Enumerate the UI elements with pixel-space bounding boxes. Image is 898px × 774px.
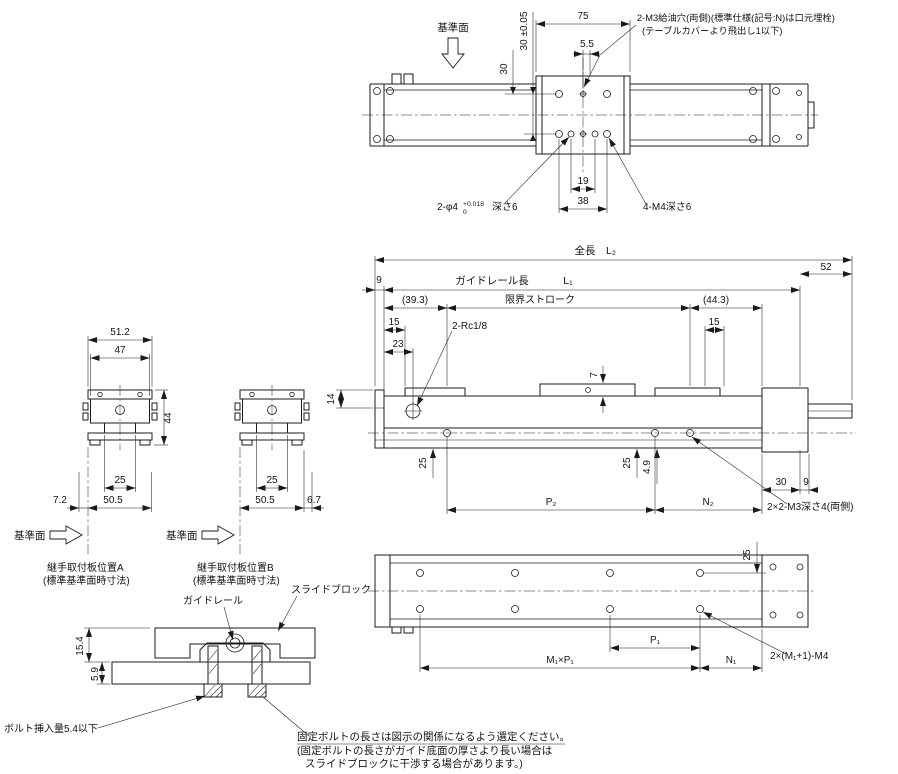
- section-view-dimensions: [84, 595, 310, 737]
- dowel-tol-upper: +0.018: [463, 201, 484, 208]
- side-view-linework: [368, 383, 856, 453]
- dim-9-right-label: 9: [803, 477, 809, 488]
- dim-9-left-label: 9: [376, 275, 382, 286]
- top-view-linework: [362, 58, 818, 172]
- dim-15-left-label: 15: [388, 317, 400, 328]
- dim-50-5-a-label: 50.5: [103, 495, 123, 506]
- dim-25-b-label: 25: [266, 475, 278, 486]
- oil-note-line1: 2-M3給油穴(両側)(標準仕様(記号:N)は口元埋栓): [637, 12, 835, 23]
- dim-30-right-label: 30: [775, 477, 787, 488]
- dim-n2-label: N₂: [702, 497, 713, 508]
- block-label: スライドブロック: [291, 583, 371, 596]
- footnote-line2: (固定ボルトの長さがガイド底面の厚さより長い場合は: [297, 744, 552, 757]
- dim-5-9-label: 5.9: [90, 667, 101, 681]
- dowel-tol-lower: 0: [463, 209, 467, 216]
- oil-note-line2: (テーブルカバーより飛出し1以下): [642, 25, 783, 36]
- dim-75-label: 75: [577, 11, 589, 22]
- dim-38-label: 38: [577, 196, 589, 207]
- dim-7-label: 7: [589, 372, 600, 378]
- dim-25-right-label: 25: [622, 457, 633, 469]
- top-view: 基準面 30 ±0.05 75 2-M3給油穴(両側)(標準仕様(記号:N)は口…: [362, 11, 835, 216]
- dim-19-label: 19: [577, 176, 589, 187]
- bottom-view-dimensions: [419, 542, 787, 672]
- bolt-note-label: ボルト挿入量5.4以下: [4, 722, 98, 735]
- side-view-dimensions: [336, 256, 853, 514]
- caption-b-line1: 継手取付板位置B: [197, 561, 274, 574]
- end-view-b-dimensions: [201, 435, 324, 554]
- dim-52-label: 52: [820, 262, 832, 273]
- m3-note-label: 2×2-M3深さ4(両側): [767, 500, 853, 513]
- dim-39-3-label: (39.3): [402, 295, 428, 306]
- total-length-symbol: L₂: [606, 245, 616, 257]
- top-view-dimensions: [441, 12, 647, 213]
- caption-b-line2: (標準基準面時寸法): [193, 574, 280, 587]
- total-length-label: 全長: [575, 244, 596, 257]
- rail-length-symbol: L₁: [563, 275, 573, 287]
- end-view-a-dimensions: [49, 336, 168, 554]
- dim-p1-label: P₁: [650, 635, 661, 646]
- dim-44-3-label: (44.3): [703, 295, 729, 306]
- dowel-note-label: 2-φ4: [437, 202, 458, 213]
- datum-arrow-icon: [201, 525, 235, 545]
- datum-arrow-icon: [49, 525, 83, 545]
- dim-50-5-b-label: 50.5: [255, 495, 275, 506]
- end-view-b: 25 50.5 6.7 基準面 継手取付板位置B (標準基準面時寸法): [166, 385, 324, 587]
- top-datum-label: 基準面: [437, 21, 469, 34]
- rc-note-label: 2-Rc1/8: [452, 321, 487, 332]
- dim-6-7-label: 6.7: [307, 495, 321, 506]
- end-view-b-linework: [234, 385, 310, 450]
- dim-p2-label: P₂: [546, 497, 557, 508]
- stroke-label: 限界ストローク: [505, 294, 575, 306]
- footnote-line1: 固定ボルトの長さは図示の関係になるよう選定ください。: [297, 730, 570, 743]
- datum-arrow-icon: [441, 37, 465, 69]
- dim-15-right-label: 15: [708, 317, 720, 328]
- dowel-depth-label: 深さ6: [492, 201, 518, 213]
- dim-14-label: 14: [326, 393, 337, 405]
- dim-30-tol-label: 30 ±0.05: [519, 11, 530, 50]
- dim-25-a-label: 25: [114, 475, 126, 486]
- rail-length-label: ガイドレール長: [455, 275, 529, 287]
- dim-m1p1-label: M₁×P₁: [546, 655, 574, 666]
- bottom-view-linework: [368, 554, 815, 634]
- dim-25-left-label: 25: [418, 457, 429, 469]
- dim-7-2-label: 7.2: [53, 495, 67, 506]
- dim-4-9-label: 4.9: [642, 460, 653, 474]
- dim-47-label: 47: [114, 345, 126, 356]
- bottom-view: 25 P₁ M₁×P₁ N₁ 2×(M₁+1)-M4: [368, 542, 829, 672]
- dim-5-5-label: 5.5: [580, 39, 594, 50]
- dim-44-label: 44: [163, 412, 174, 424]
- dim-n1-label: N₁: [726, 655, 737, 666]
- bottom-m4-note-label: 2×(M₁+1)-M4: [770, 651, 829, 662]
- caption-a-line1: 継手取付板位置A: [47, 561, 124, 574]
- end-view-a: 51.2 47 44 25 7.2 50.5 基準面 継手取付板位置A (標準基…: [14, 327, 174, 587]
- section-view: ガイドレール スライドブロック 15.4 5.9 ボルト挿入量5.4以下: [4, 583, 371, 737]
- m4-note-label: 4-M4深さ6: [643, 201, 692, 213]
- dim-30-label: 30: [499, 63, 510, 75]
- dim-51-2-label: 51.2: [110, 327, 130, 338]
- dim-15-4-label: 15.4: [75, 636, 86, 656]
- datum-b-label: 基準面: [166, 529, 198, 542]
- section-view-linework: [111, 627, 316, 698]
- footnote-line3: スライドブロックに干渉する場合があります。): [305, 757, 523, 770]
- rail-label: ガイドレール: [183, 595, 243, 607]
- dim-25-bottom-label: 25: [742, 549, 753, 561]
- side-view: 全長 L₂ ガイドレール長 L₁ 9 52 (39.3) 限界ストローク (44…: [326, 244, 856, 514]
- datum-a-label: 基準面: [14, 529, 46, 542]
- dim-23-label: 23: [392, 339, 404, 350]
- end-view-a-linework: [82, 385, 158, 450]
- caption-a-line2: (標準基準面時寸法): [43, 574, 130, 587]
- footnote: 固定ボルトの長さは図示の関係になるよう選定ください。 (固定ボルトの長さがガイド…: [297, 730, 570, 770]
